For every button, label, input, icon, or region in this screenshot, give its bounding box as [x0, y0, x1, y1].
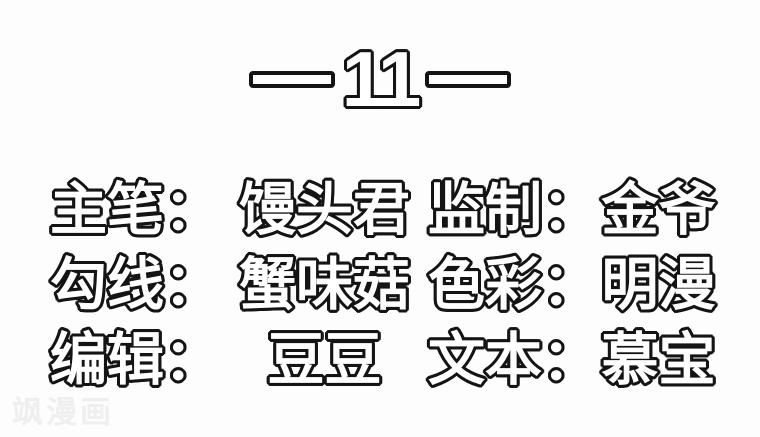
credit-color: 色彩： 明漫: [428, 239, 718, 321]
chapter-title: 11: [0, 35, 760, 123]
dash-right-icon: [425, 70, 512, 88]
credits-list: 主笔： 馒头君 监制： 金爷 勾线： 蟹味菇 色彩： 明漫 编辑： 豆豆: [50, 167, 718, 392]
credit-person-name: 蟹味菇: [239, 252, 410, 317]
credit-person-name: 豆豆: [267, 327, 382, 392]
credit-person-name: 慕宝: [601, 327, 716, 392]
credit-role-label: 主笔：: [50, 177, 221, 242]
chapter-number: 11: [341, 35, 421, 123]
platform-watermark: 飒漫画: [12, 395, 114, 430]
credit-role-label: 文本：: [428, 327, 599, 392]
credits-row-1: 主笔： 馒头君 监制： 金爷: [50, 167, 718, 242]
credit-role-label: 编辑：: [50, 327, 221, 392]
credit-line-art: 勾线： 蟹味菇: [50, 239, 428, 321]
credit-person-name: 明漫: [601, 252, 716, 317]
credit-person-name: 馒头君: [239, 177, 410, 242]
credit-role-label: 勾线：: [50, 252, 221, 317]
dash-left-icon: [248, 70, 335, 88]
credit-main-artist: 主笔： 馒头君: [50, 164, 428, 246]
credits-row-2: 勾线： 蟹味菇 色彩： 明漫: [50, 242, 718, 317]
credits-row-3: 编辑： 豆豆 文本： 慕宝: [50, 317, 718, 392]
credit-role-label: 监制：: [428, 177, 599, 242]
credit-editor: 编辑： 豆豆: [50, 314, 428, 396]
credit-role-label: 色彩：: [428, 252, 599, 317]
credit-script: 文本： 慕宝: [428, 314, 718, 396]
credit-supervisor: 监制： 金爷: [428, 164, 718, 246]
credit-person-name: 金爷: [601, 177, 716, 242]
